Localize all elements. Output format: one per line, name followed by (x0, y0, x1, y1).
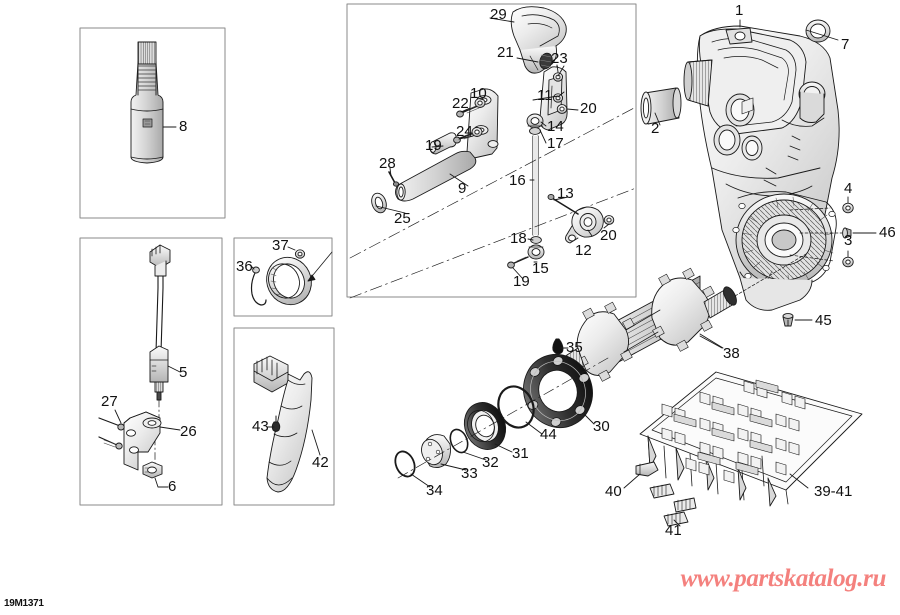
callout-23: 23 (551, 50, 568, 67)
callout-22: 22 (452, 95, 469, 112)
callout-1: 1 (735, 2, 744, 19)
callout-42: 42 (312, 454, 329, 471)
callout-10: 10 (470, 85, 487, 102)
callout-33: 33 (461, 465, 478, 482)
callout-39-41: 39-41 (814, 483, 853, 500)
callout-21: 21 (497, 44, 514, 61)
callout-40: 40 (605, 483, 622, 500)
callout-32: 32 (482, 454, 499, 471)
callout-34: 34 (426, 482, 443, 499)
callout-20: 20 (580, 100, 597, 117)
callout-13: 13 (557, 185, 574, 202)
callout-36: 36 (236, 258, 253, 275)
callout-45: 45 (815, 312, 832, 329)
callout-14: 14 (547, 118, 564, 135)
callout-29: 29 (490, 6, 507, 23)
callout-31: 31 (512, 445, 529, 462)
callout-9: 9 (458, 180, 467, 197)
callout-26: 26 (180, 423, 197, 440)
callout-17: 17 (547, 135, 564, 152)
callout-8: 8 (179, 118, 188, 135)
callout-25: 25 (394, 210, 411, 227)
callout-15: 15 (532, 260, 549, 277)
callout-46: 46 (879, 224, 896, 241)
document-code: 19M1371 (4, 598, 44, 609)
callout-43: 43 (252, 418, 269, 435)
callout-44: 44 (540, 426, 557, 443)
callout-6: 6 (168, 478, 177, 495)
callout-28: 28 (379, 155, 396, 172)
callout-37: 37 (272, 237, 289, 254)
callout-19: 19 (425, 137, 442, 154)
callout-3: 3 (844, 232, 853, 249)
callout-4: 4 (844, 180, 853, 197)
callout-30: 30 (593, 418, 610, 435)
callout-35: 35 (566, 339, 583, 356)
site-watermark: www.partskatalog.ru (680, 565, 887, 592)
callout-24: 24 (456, 123, 473, 140)
callout-2: 2 (651, 120, 660, 137)
callout-5: 5 (179, 364, 188, 381)
callout-7: 7 (841, 36, 850, 53)
callout-38: 38 (723, 345, 740, 362)
callout-12: 12 (575, 242, 592, 259)
callout-20b: 20 (600, 227, 617, 244)
callout-41: 41 (665, 522, 682, 539)
callout-18: 18 (510, 230, 527, 247)
callout-16: 16 (509, 172, 526, 189)
callout-27: 27 (101, 393, 118, 410)
callout-11: 11 (537, 87, 553, 104)
callout-19b: 19 (513, 273, 530, 290)
